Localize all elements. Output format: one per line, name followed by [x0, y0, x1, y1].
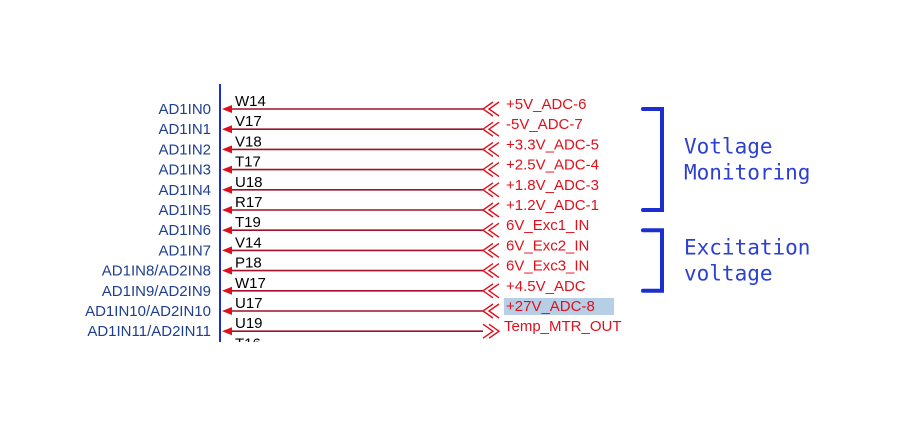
pin-name: AD1IN4 [158, 182, 211, 199]
group-bracket [641, 107, 664, 212]
pin-number: W17 [235, 275, 266, 292]
port-connector-icon [487, 182, 500, 198]
net-label: +3.3V_ADC-5 [506, 136, 599, 153]
pin-name: AD1IN10/AD2IN10 [85, 303, 211, 320]
net-highlight [504, 298, 614, 315]
net-label: 6V_Exc3_IN [506, 258, 589, 275]
pin-arrow-icon [222, 246, 232, 255]
pin-number: V14 [235, 234, 262, 251]
pin-arrow-icon [222, 266, 232, 275]
group-label: Votlage [684, 135, 773, 159]
net-label: Temp_MTR_OUT [504, 318, 622, 335]
pin-row: AD1IN5 R17 +1.2V_ADC-1 [158, 194, 599, 219]
net-label: +1.8V_ADC-3 [506, 177, 599, 194]
pin-number: U19 [235, 315, 263, 332]
pin-arrow-icon [222, 145, 232, 154]
pin-arrow-icon [222, 327, 232, 336]
pin-name: AD1IN3 [158, 162, 211, 179]
pin-number: T19 [235, 214, 261, 231]
pin-name: AD1IN5 [158, 202, 211, 219]
pin-arrow-icon [222, 165, 232, 174]
pin-name: AD1IN1 [158, 121, 211, 138]
pin-number: P18 [235, 255, 262, 272]
port-connector-icon [487, 101, 500, 117]
pin-number: V17 [235, 113, 262, 130]
net-label: -5V_ADC-7 [506, 116, 583, 133]
group-bracket [641, 228, 664, 293]
port-connector-icon [487, 303, 500, 319]
port-connector-icon [481, 162, 494, 178]
pin-number: T17 [235, 154, 261, 171]
pin-row: AD1IN8/AD2IN8 P18 6V_Exc3_IN [102, 255, 590, 280]
port-connector-icon [487, 162, 500, 178]
net-label: +2.5V_ADC-4 [506, 157, 599, 174]
pin-number: U18 [235, 174, 263, 191]
pin-name: AD1IN8/AD2IN8 [102, 263, 211, 280]
port-connector-icon [487, 121, 500, 137]
port-connector-icon [481, 141, 494, 157]
pin-name: AD1IN2 [158, 141, 211, 158]
pin-name: AD1IN11/AD2IN11 [87, 323, 211, 340]
port-connector-icon [482, 323, 495, 339]
pin-number: V18 [235, 133, 262, 150]
net-label: +1.2V_ADC-1 [506, 197, 599, 214]
clip-mask [225, 342, 285, 362]
port-connector-icon [481, 303, 494, 319]
pin-number: U17 [235, 295, 263, 312]
port-connector-icon [487, 263, 500, 279]
group-label: voltage [684, 262, 773, 286]
pin-arrow-icon [222, 206, 232, 214]
pin-arrow-icon [222, 226, 232, 235]
net-label: +4.5V_ADC [506, 278, 586, 295]
port-connector-icon [481, 283, 494, 299]
pin-arrow-icon [222, 307, 232, 315]
pin-number: W14 [235, 93, 266, 110]
net-label: 6V_Exc2_IN [506, 237, 589, 254]
pin-row: AD1IN4 U18 +1.8V_ADC-3 [158, 174, 599, 199]
pin-arrow-icon [222, 185, 232, 194]
pin-row: AD1IN0 W14 +5V_ADC-6 [158, 93, 586, 118]
pin-row: AD1IN7 V14 6V_Exc2_IN [158, 234, 589, 259]
port-connector-icon [481, 222, 494, 238]
highlight-layer [504, 298, 614, 315]
pin-row: AD1IN6 T19 6V_Exc1_IN [158, 214, 589, 239]
port-connector-icon [481, 263, 494, 279]
port-connector-icon [481, 242, 494, 258]
port-connector-icon [481, 121, 494, 137]
port-connector-icon [487, 283, 500, 299]
pin-row: AD1IN3 T17 +2.5V_ADC-4 [158, 154, 599, 179]
port-connector-icon [488, 323, 501, 339]
port-connector-icon [487, 141, 500, 157]
port-connector-icon [481, 101, 494, 117]
port-connector-icon [487, 222, 500, 238]
pin-row: AD1IN1 V17 -5V_ADC-7 [158, 113, 582, 138]
pin-arrow-icon [222, 105, 232, 113]
pin-arrow-icon [222, 125, 232, 134]
pin-row: AD1IN2 V18 +3.3V_ADC-5 [158, 133, 599, 158]
pin-row: AD1IN11/AD2IN11 U19 Temp_MTR_OUT [87, 315, 621, 340]
pin-name: AD1IN9/AD2IN9 [102, 283, 211, 300]
net-label: 6V_Exc1_IN [506, 217, 589, 234]
pin-row: AD1IN10/AD2IN10 U17 +27V_ADC-8 [85, 295, 595, 320]
pin-row: AD1IN9/AD2IN9 W17 +4.5V_ADC [102, 275, 586, 300]
pin-name: AD1IN0 [158, 101, 211, 118]
pin-arrow-icon [222, 286, 232, 295]
port-connector-icon [481, 202, 494, 218]
port-connector-icon [481, 182, 494, 198]
group-label: Monitoring [684, 161, 810, 185]
port-connector-icon [487, 242, 500, 258]
pin-number: R17 [235, 194, 263, 211]
port-connector-icon [487, 202, 500, 218]
pin-name: AD1IN7 [158, 242, 211, 259]
net-label: +5V_ADC-6 [506, 96, 586, 113]
net-label: +27V_ADC-8 [506, 298, 595, 315]
pin-name: AD1IN6 [158, 222, 211, 239]
group-label: Excitation [684, 236, 810, 260]
